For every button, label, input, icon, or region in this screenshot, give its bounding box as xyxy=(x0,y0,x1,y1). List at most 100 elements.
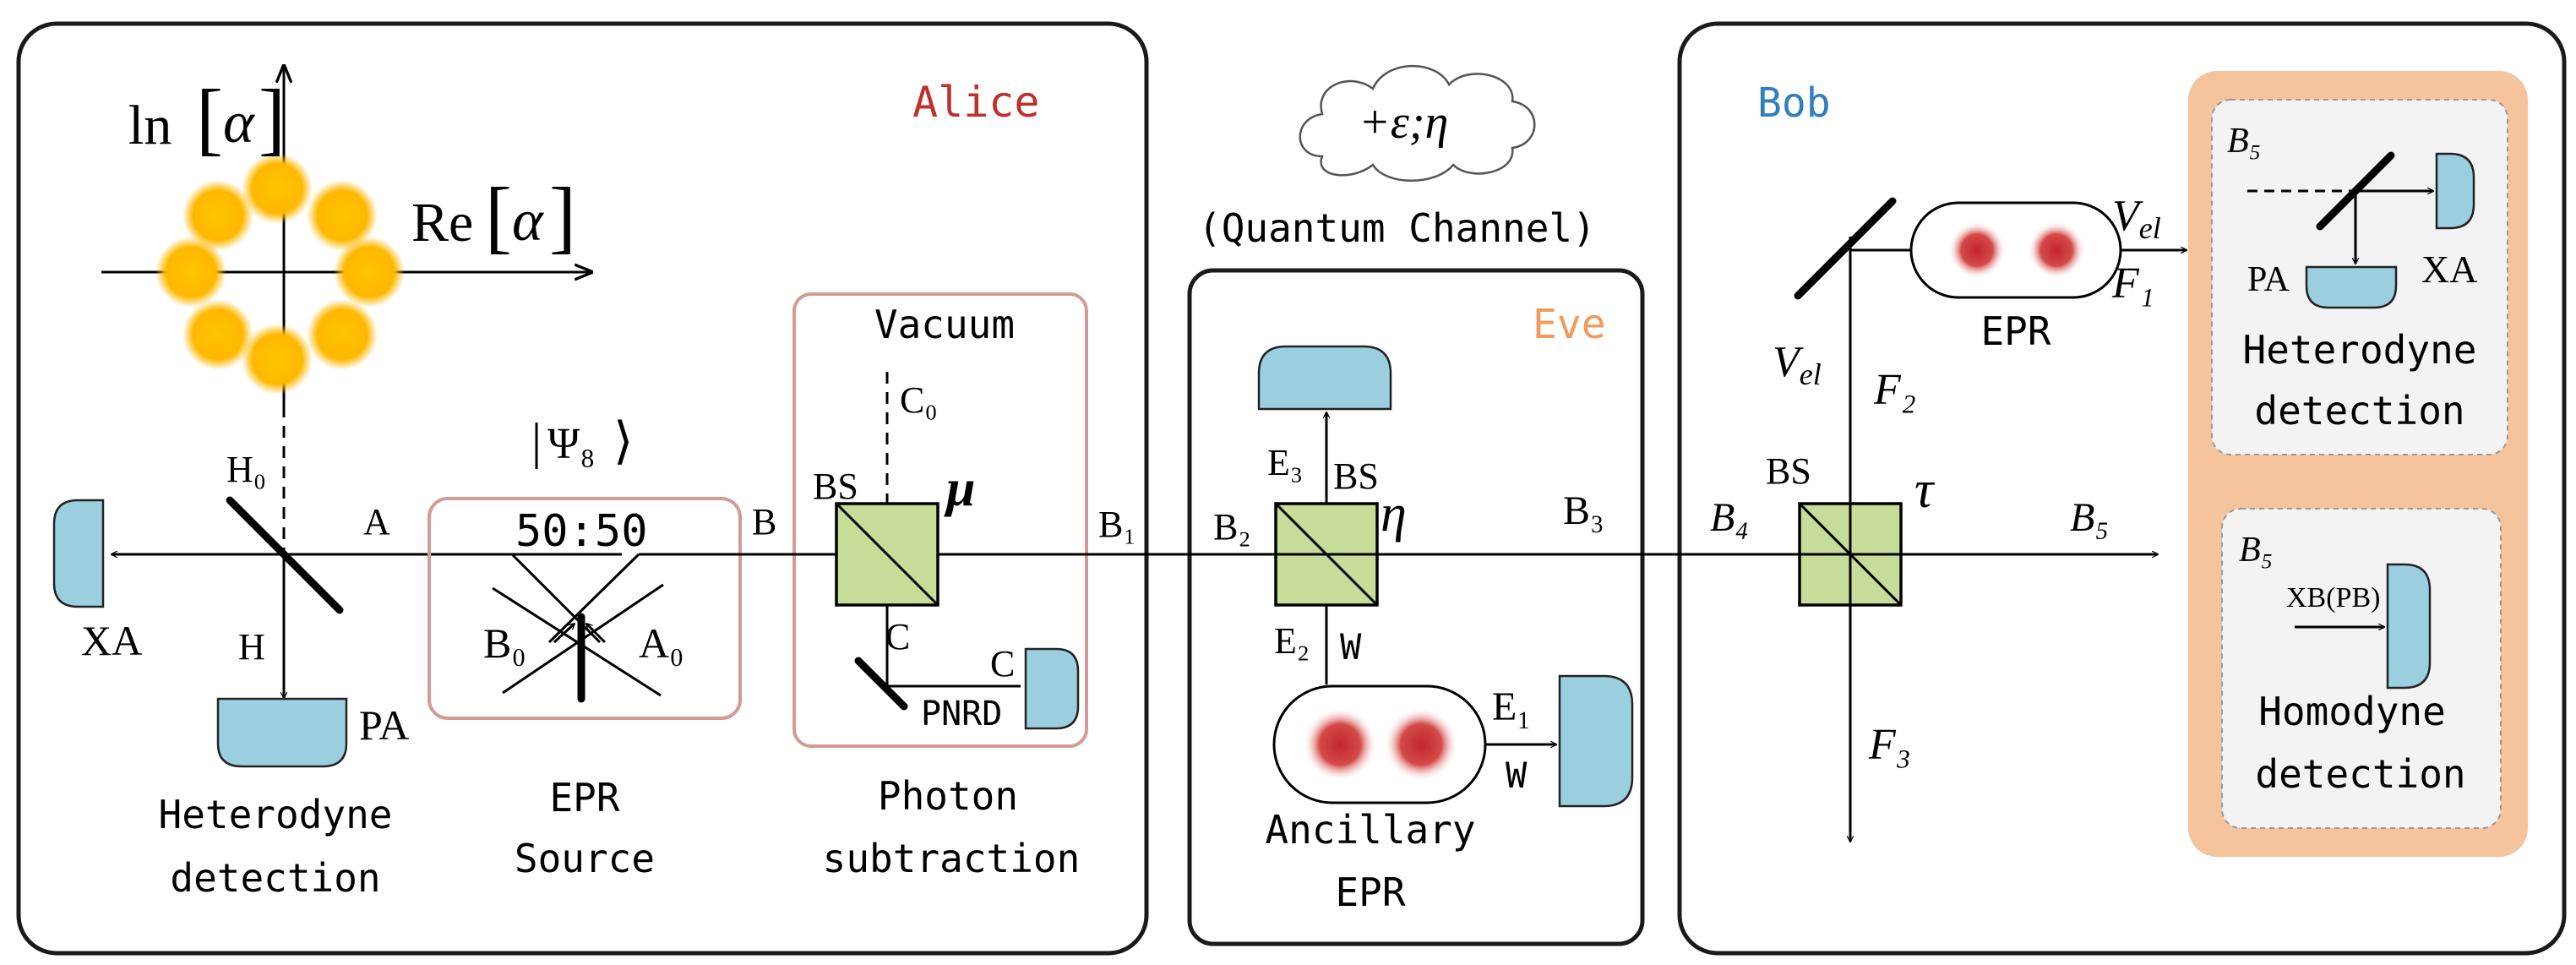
ancillary-label-2: EPR xyxy=(1335,870,1405,915)
detector-xa-icon xyxy=(52,499,105,608)
mode-c0: C₀ xyxy=(900,379,938,421)
heterodyne-beamsplitter xyxy=(226,496,344,614)
svg-text:[: [ xyxy=(196,73,223,163)
channel-label: (Quantum Channel) xyxy=(1198,205,1596,251)
mode-b2: B₂ xyxy=(1213,506,1251,548)
mode-b: B xyxy=(752,501,776,542)
heterodyne-label-1: Heterodyne xyxy=(159,792,393,837)
real-axis-prefix: Re xyxy=(411,192,473,254)
coherent-state-dot xyxy=(307,299,378,370)
mode-c-vertical: C xyxy=(885,616,910,657)
v-el-left: Vel xyxy=(1773,338,1822,391)
het-xa-detector-icon xyxy=(2435,152,2475,230)
svg-text:]: ] xyxy=(549,171,576,261)
eta-label: η xyxy=(1381,485,1407,542)
epr-source-box xyxy=(428,497,742,720)
eve-region xyxy=(1187,268,1645,946)
f2-label: F₂ xyxy=(1873,366,1916,414)
bob-epr-dot xyxy=(1948,221,2006,279)
bob-label: Bob xyxy=(1757,79,1831,127)
cloud-icon xyxy=(1299,64,1536,182)
het-pa-label: PA xyxy=(2247,260,2290,299)
bob-bs-label: BS xyxy=(1766,450,1811,492)
ancillary-epr-dot xyxy=(1303,707,1377,782)
het-label-1: Heterodyne xyxy=(2243,327,2477,373)
het-input-label: B₅ xyxy=(2227,122,2261,161)
f3-label: F₃ xyxy=(1868,721,1911,769)
pnrd-detector-icon xyxy=(1024,647,1080,730)
homodyne-detector-icon xyxy=(2386,563,2432,690)
hom-label-1: Homodyne xyxy=(2258,689,2446,734)
channel-cloud-label: +ε;η xyxy=(1359,96,1448,149)
detector-xa-label: XA xyxy=(81,617,142,664)
ket-bracket-right: ⟩ xyxy=(613,413,633,469)
subtraction-bs-label: BS xyxy=(813,466,858,507)
bob-epr-dot xyxy=(2028,221,2085,279)
hom-xb-label: XB(PB) xyxy=(2286,582,2380,613)
mode-c-detector: C xyxy=(990,643,1015,684)
svg-text:[: [ xyxy=(485,171,512,261)
ancillary-epr-dot xyxy=(1384,707,1458,782)
het-beamsplitter xyxy=(2316,151,2395,231)
epr-state: Ψ₈ xyxy=(547,420,596,468)
mode-b0: B₀ xyxy=(483,619,526,667)
real-axis-alpha: α xyxy=(512,188,544,254)
epr-source-label-1: EPR xyxy=(549,775,619,821)
imag-axis-alpha: α xyxy=(223,90,255,155)
detector-pa-label: PA xyxy=(359,701,409,749)
subtraction-label-1: Photon xyxy=(878,773,1018,819)
coherent-state-dot xyxy=(242,324,313,395)
mode-b5: B₅ xyxy=(2070,495,2109,540)
mode-b3: B₃ xyxy=(1563,488,1604,533)
mode-w2: W xyxy=(1506,755,1528,796)
splitting-ratio: 50:50 xyxy=(515,506,648,557)
coherent-state-dot xyxy=(155,237,226,308)
mode-h: H xyxy=(238,626,265,668)
mu-label: μ xyxy=(944,460,975,517)
subtraction-label-2: subtraction xyxy=(823,836,1081,881)
alice-region xyxy=(16,21,1149,956)
coherent-state-dot xyxy=(307,180,378,251)
mode-b1: B₁ xyxy=(1098,504,1136,545)
photon-subtraction-box xyxy=(792,292,1088,748)
bob-epr-label: EPR xyxy=(1980,308,2050,354)
eve-e1-detector-icon xyxy=(1558,674,1634,808)
coherent-state-dot xyxy=(182,180,253,251)
constellation: ln [ α ] Re [ α ] xyxy=(101,66,591,406)
eve-bs-label: BS xyxy=(1333,455,1379,497)
coherent-state-dot xyxy=(242,153,313,224)
v-el-right: Vel xyxy=(2112,192,2161,245)
het-label-2: detection xyxy=(2254,388,2464,433)
mode-e2: E₂ xyxy=(1274,620,1310,662)
imag-axis-prefix: ln xyxy=(128,95,172,156)
mode-a: A xyxy=(363,501,390,542)
epr-source-label-2: Source xyxy=(515,836,655,881)
hom-input-label: B₅ xyxy=(2239,531,2273,570)
svg-text:]: ] xyxy=(259,73,286,163)
ket-bar-left: | xyxy=(531,413,542,469)
mode-h0: H₀ xyxy=(226,449,266,490)
bob-mirror xyxy=(1794,197,1897,300)
bob-epr-box xyxy=(1909,201,2122,299)
f1-label: F₁ xyxy=(2111,259,2154,308)
alice-label: Alice xyxy=(912,78,1040,127)
mode-e3: E₃ xyxy=(1267,442,1303,483)
hom-label-2: detection xyxy=(2255,751,2465,797)
homodyne-panel xyxy=(2221,508,2502,829)
heterodyne-label-2: detection xyxy=(170,855,380,901)
subtraction-mirror xyxy=(854,657,908,711)
tau-label: τ xyxy=(1914,461,1936,519)
ancillary-label-1: Ancillary xyxy=(1265,807,1475,853)
mode-b4: B₄ xyxy=(1710,495,1749,540)
mode-e1: E₁ xyxy=(1492,684,1531,729)
het-xa-label: XA xyxy=(2421,248,2477,291)
eve-e3-detector-icon xyxy=(1257,345,1392,411)
vacuum-label: Vacuum xyxy=(874,302,1015,347)
detector-pa-icon xyxy=(216,697,348,768)
mode-a0: A₀ xyxy=(639,619,684,667)
pnrd-label: PNRD xyxy=(921,695,1002,733)
eve-label: Eve xyxy=(1533,301,1606,348)
coherent-state-dot xyxy=(334,237,405,308)
het-pa-detector-icon xyxy=(2305,265,2398,309)
